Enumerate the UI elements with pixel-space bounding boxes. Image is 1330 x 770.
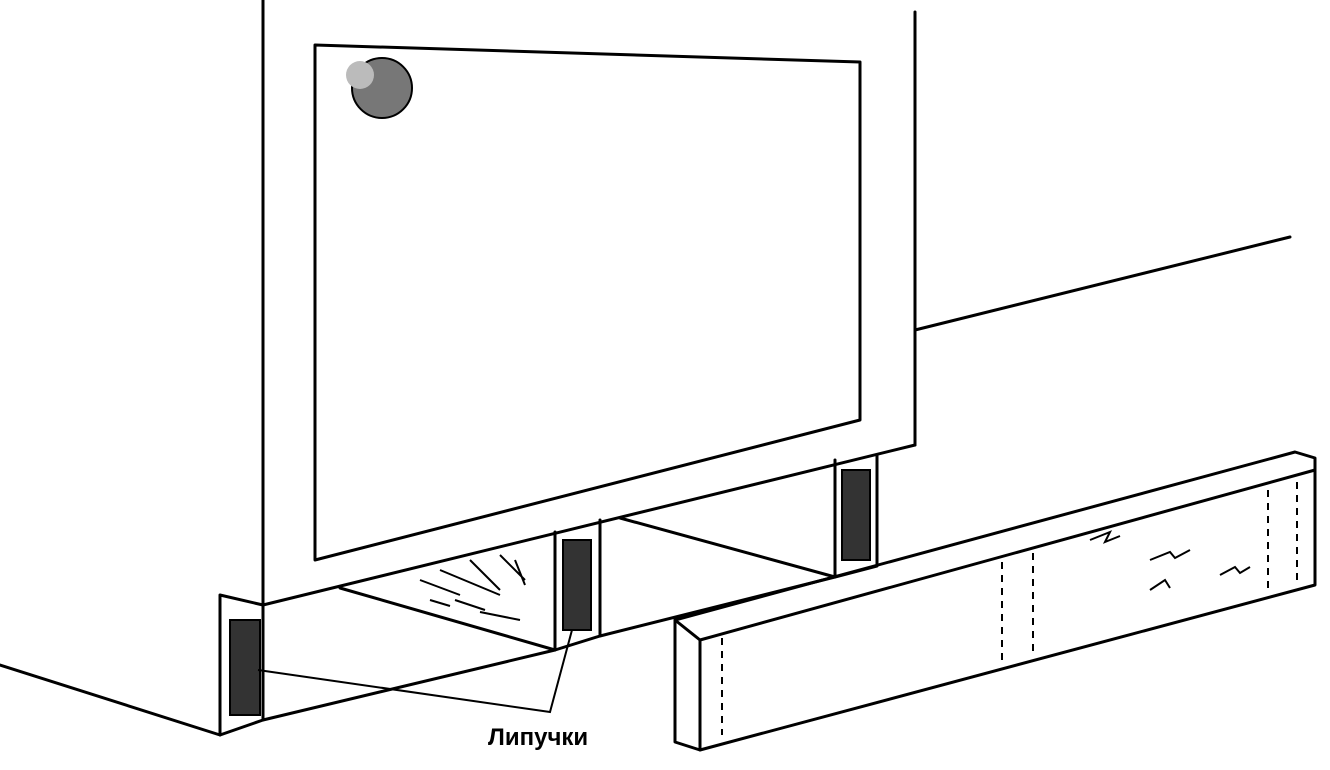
velcro-label: Липучки xyxy=(488,724,589,751)
plinth-inner-diagonal xyxy=(338,586,557,652)
callout-lines xyxy=(257,629,573,714)
floor-line xyxy=(0,663,222,737)
velcro-strip-middle xyxy=(562,539,592,631)
velcro-strip-left xyxy=(229,619,261,716)
cabinet xyxy=(261,0,917,607)
wood-grain xyxy=(419,554,526,621)
board-top-corner xyxy=(673,618,702,642)
plinth-installed xyxy=(218,453,879,737)
plinth-bottom-edge xyxy=(261,648,557,722)
wall-and-floor xyxy=(0,235,1292,737)
board-top-inner-edge xyxy=(698,468,1317,642)
callout-leader xyxy=(257,629,573,714)
plinth-leg-middle xyxy=(553,518,602,652)
board-texture xyxy=(1089,530,1251,591)
plinth-board-removed xyxy=(673,450,1317,752)
velcro-strip-right xyxy=(841,469,871,561)
plinth-board-outline xyxy=(673,450,1317,752)
door-panel xyxy=(313,43,862,562)
wall-line xyxy=(913,235,1292,332)
door-knob xyxy=(346,57,413,119)
cabinet-bottom-edge xyxy=(261,443,917,607)
plinth-rear-diagonal xyxy=(618,516,837,579)
